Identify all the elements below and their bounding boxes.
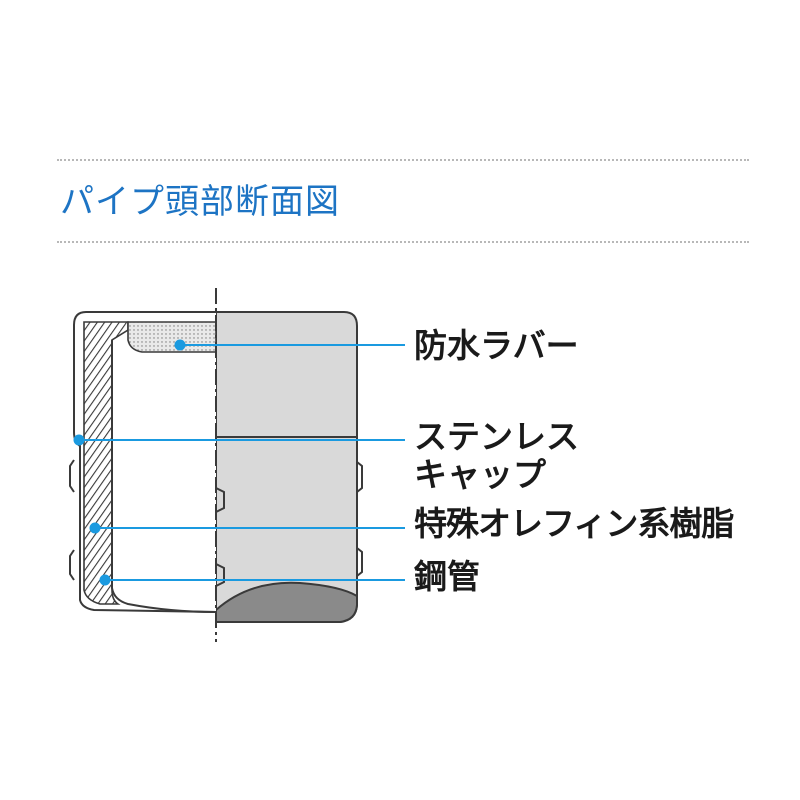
pipe-cross-section	[69, 311, 217, 613]
leader-dot-steel	[99, 574, 111, 586]
leader-dot-rubber	[174, 339, 186, 351]
label-waterproof-rubber: 防水ラバー	[414, 326, 579, 365]
pipe-exterior-view	[215, 311, 363, 623]
leader-lines	[73, 339, 405, 586]
diagram-title: パイプ頭部断面図	[60, 182, 340, 222]
label-steel-pipe: 鋼管	[414, 557, 480, 596]
label-special-olefin-resin: 特殊オレフィン系樹脂	[414, 504, 734, 543]
top-dotted-divider	[57, 159, 749, 161]
leader-dot-olefin	[89, 522, 101, 534]
label-stainless-cap-line1: ステンレス	[414, 417, 579, 456]
bottom-dotted-divider	[57, 241, 749, 243]
label-stainless-cap-line2: キャップ	[414, 455, 546, 494]
leader-dot-cap	[73, 434, 85, 446]
